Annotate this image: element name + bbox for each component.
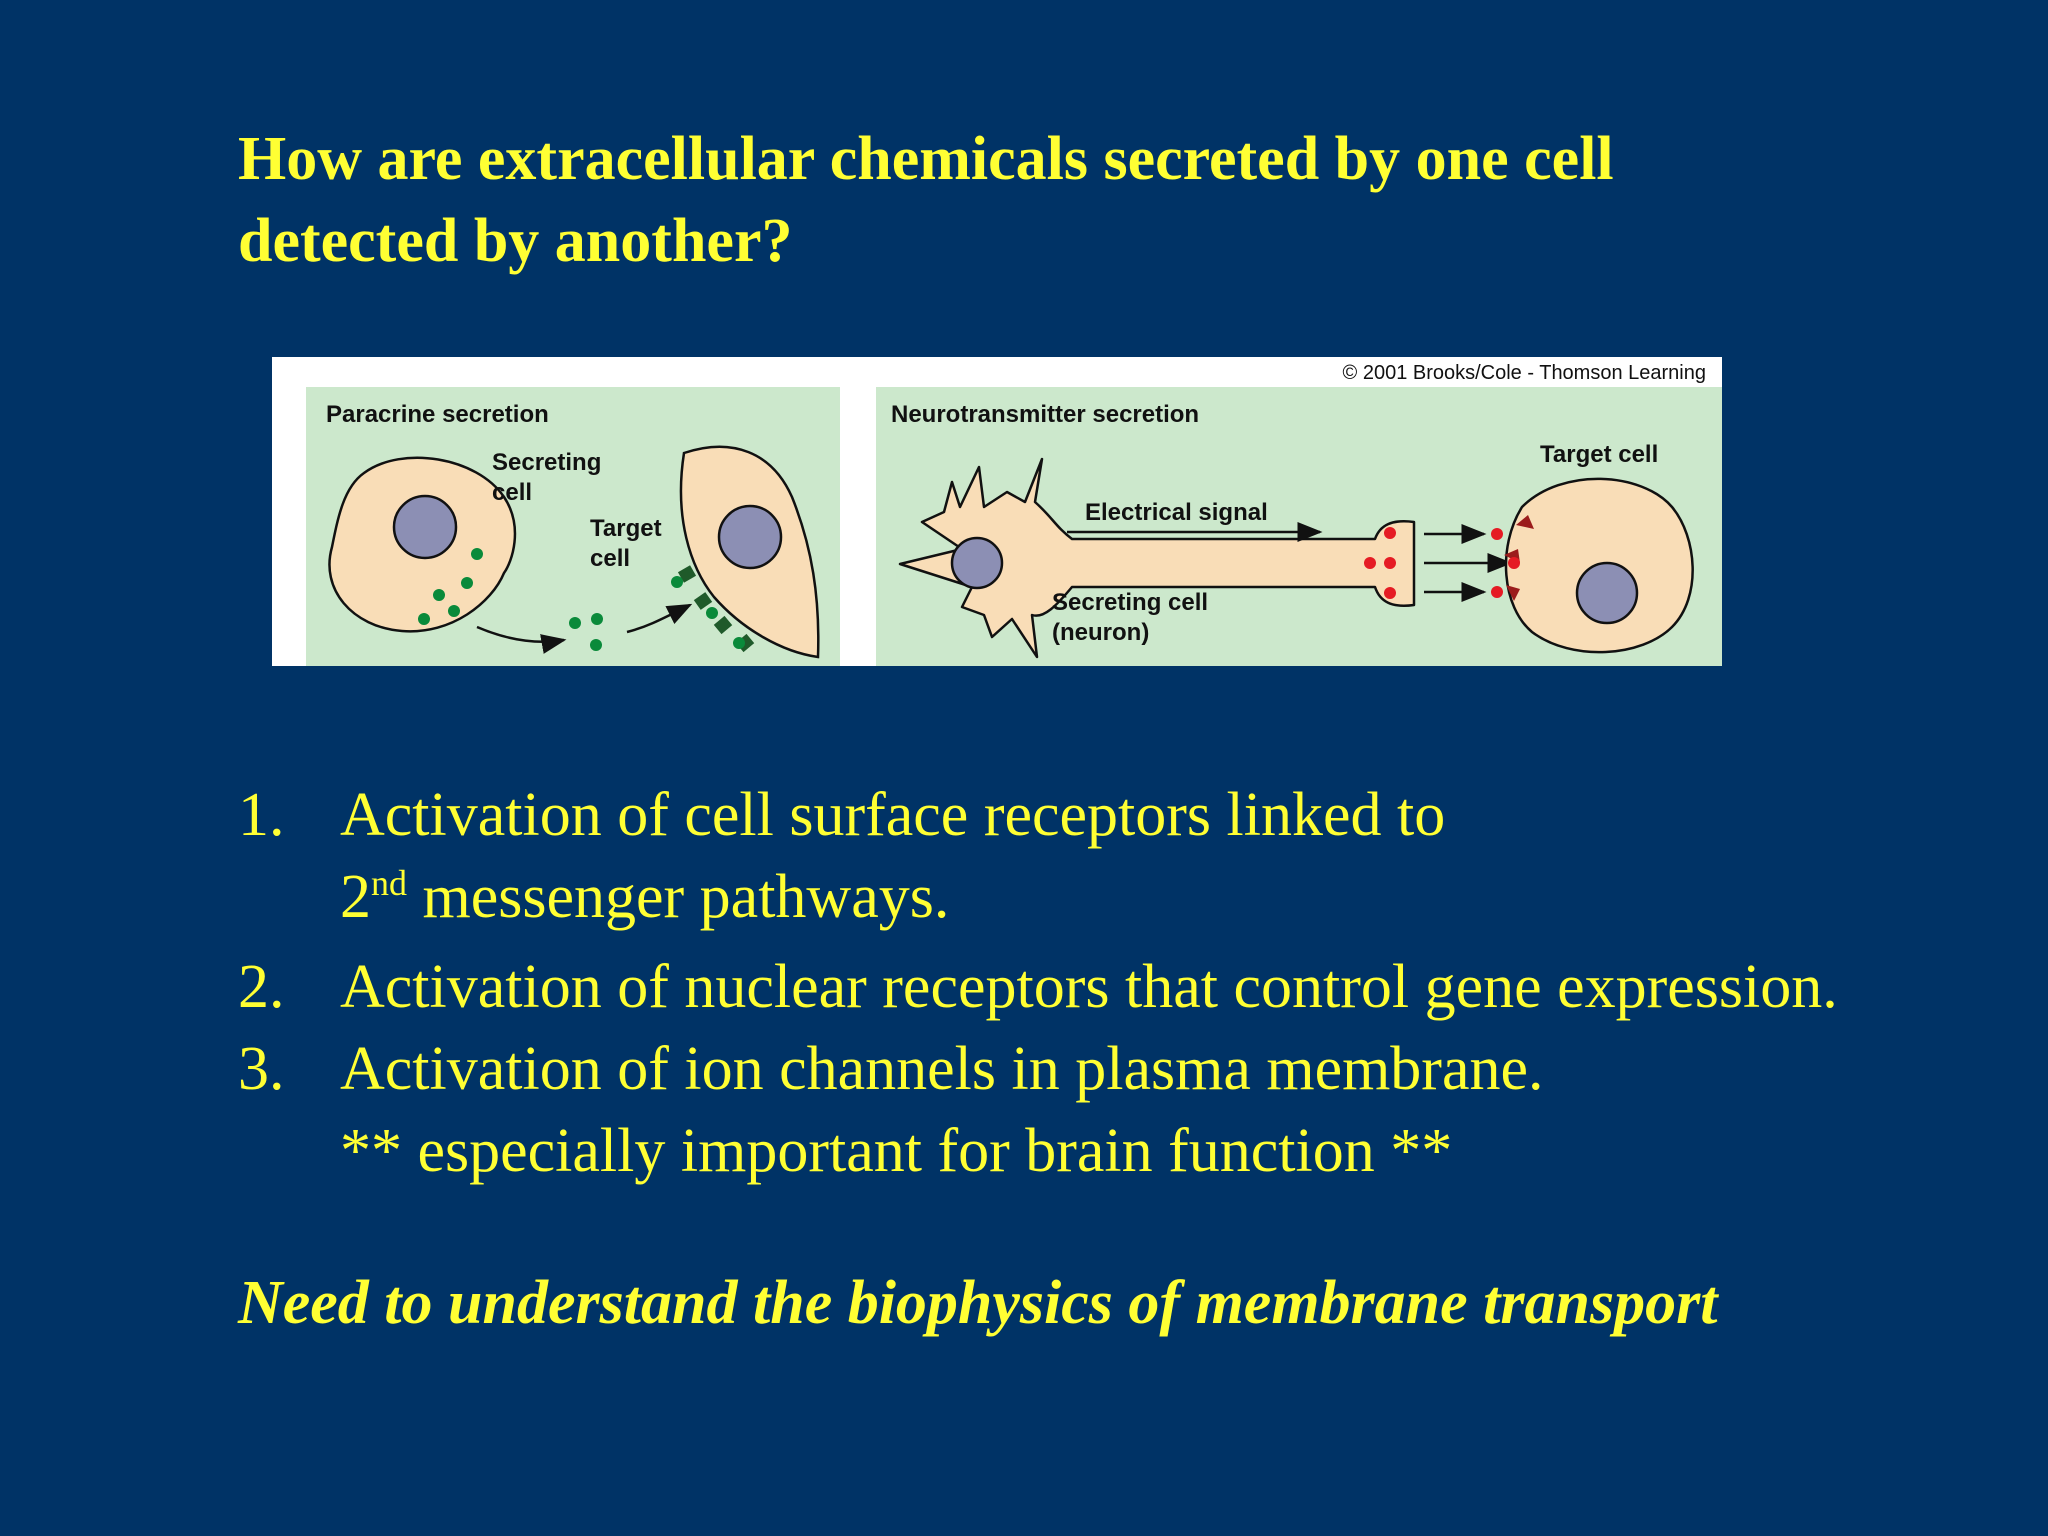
list-item-text: Activation of cell surface receptors lin… <box>340 781 1446 849</box>
ordinal-number: 2 <box>340 863 371 931</box>
paracrine-secreting-nucleus <box>392 494 458 560</box>
conclusion-text: Need to understand the biophysics of mem… <box>238 1269 1718 1337</box>
paracrine-receptor <box>677 565 697 583</box>
paracrine-arrow-1 <box>476 625 567 654</box>
paracrine-arrow-2 <box>626 603 693 634</box>
list-item: 2. Activation of nuclear receptors that … <box>238 946 2038 1028</box>
secretion-diagram-svg: © 2001 Brooks/Cole - Thomson Learning Pa… <box>306 362 1722 666</box>
neuro-secreting-label-2: (neuron) <box>1052 619 1149 646</box>
neuro-target-label: Target cell <box>1540 441 1658 468</box>
neurotransmitter <box>1491 528 1503 540</box>
neuron <box>898 457 1416 659</box>
list-number: 3. <box>238 1035 285 1103</box>
neuro-target-nucleus <box>1575 561 1639 625</box>
neurotransmitter <box>1508 557 1520 569</box>
paracrine-molecule <box>590 639 602 651</box>
paracrine-molecule <box>591 613 603 625</box>
paracrine-target-nucleus <box>717 504 783 570</box>
neuro-secreting-label-1: Secreting cell <box>1052 589 1208 616</box>
neurotransmitter-vesicle <box>1384 557 1396 569</box>
neurotransmitter <box>1491 586 1503 598</box>
neuro-receptor <box>1516 515 1534 529</box>
paracrine-molecule <box>448 605 460 617</box>
paracrine-target-label-2: cell <box>590 545 630 572</box>
paracrine-molecule <box>433 589 445 601</box>
paracrine-molecule <box>418 613 430 625</box>
paracrine-molecule <box>471 548 483 560</box>
neuro-receptor <box>1506 585 1520 601</box>
paracrine-molecule <box>461 577 473 589</box>
list-item-text-rest: messenger pathways. <box>407 863 950 931</box>
neuro-heading: Neurotransmitter secretion <box>891 401 1199 428</box>
mechanism-list: 1. Activation of cell surface receptors … <box>238 774 2038 1192</box>
electrical-signal-label: Electrical signal <box>1085 499 1268 526</box>
ordinal-suffix: nd <box>371 863 407 903</box>
list-number: 1. <box>238 781 285 849</box>
neuron-nucleus <box>950 536 1004 590</box>
paracrine-secreting-label-1: Secreting <box>492 449 601 476</box>
paracrine-molecule <box>569 617 581 629</box>
slide-title-line-1: How are extracellular chemicals secreted… <box>238 125 1614 193</box>
neurotransmitter-vesicle <box>1364 557 1376 569</box>
neurotransmitter-vesicle <box>1384 527 1396 539</box>
list-item-text: Activation of nuclear receptors that con… <box>340 953 1838 1021</box>
copyright-text: © 2001 Brooks/Cole - Thomson Learning <box>1343 362 1706 384</box>
secretion-diagram: © 2001 Brooks/Cole - Thomson Learning Pa… <box>272 357 1722 666</box>
paracrine-receptor <box>713 615 733 635</box>
list-item-text: Activation of ion channels in plasma mem… <box>340 1035 1544 1103</box>
paracrine-target-label-1: Target <box>590 515 662 542</box>
list-item-text-continued: 2nd messenger pathways. <box>340 856 2038 946</box>
list-item: 3. Activation of ion channels in plasma … <box>238 1028 2038 1192</box>
slide-title: How are extracellular chemicals secreted… <box>238 118 1938 282</box>
paracrine-molecule <box>706 607 718 619</box>
paracrine-heading: Paracrine secretion <box>326 401 549 428</box>
paracrine-molecule <box>733 637 745 649</box>
paracrine-secreting-label-2: cell <box>492 479 532 506</box>
paracrine-receptor <box>693 592 713 610</box>
list-item: 1. Activation of cell surface receptors … <box>238 774 2038 946</box>
list-item-note: ** especially important for brain functi… <box>340 1117 1453 1185</box>
slide-title-line-2: detected by another? <box>238 207 793 275</box>
neurotransmitter-vesicle <box>1384 587 1396 599</box>
paracrine-molecule <box>671 576 683 588</box>
list-number: 2. <box>238 953 285 1021</box>
